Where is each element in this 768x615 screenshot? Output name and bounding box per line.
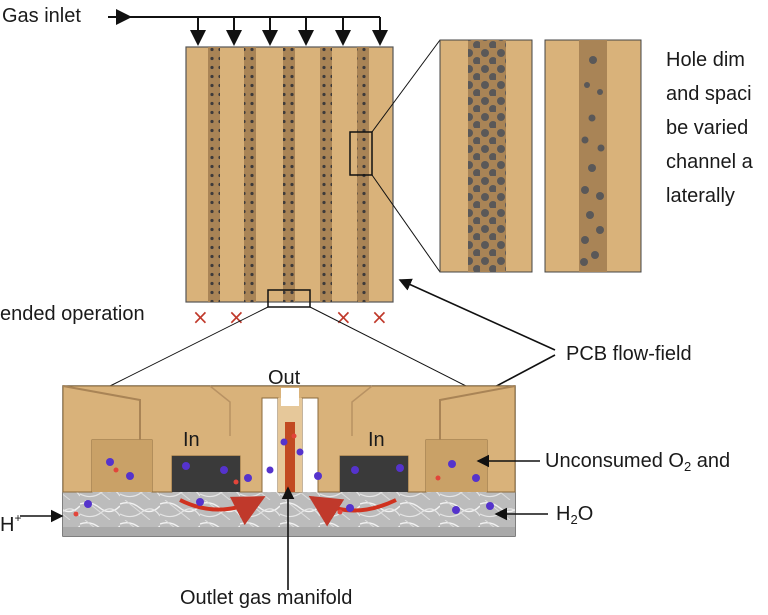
cross-marker: ×	[371, 305, 388, 329]
h2o-suffix: O	[577, 503, 594, 525]
unconsumed-o2-label: Unconsumed O2 and	[545, 449, 730, 479]
cross-marker: ×	[192, 305, 209, 329]
cross-section	[62, 385, 516, 537]
pcb-flow-field-label: PCB flow-field	[566, 343, 692, 365]
pcb-board-top-view	[185, 46, 394, 308]
zoom-box-hole	[349, 131, 373, 176]
h2o-label: H2O	[556, 502, 593, 532]
h-plus-text: H	[0, 514, 15, 536]
h-plus-sup: +	[14, 511, 22, 525]
h-plus-label: H+	[0, 506, 21, 537]
hole-note-line-2: and spaci	[666, 83, 752, 105]
hole-note-line-3: be varied	[666, 117, 749, 139]
unconsumed-suffix: and	[691, 450, 731, 472]
in-label-right: In	[368, 429, 385, 451]
unconsumed-sub: 2	[683, 459, 692, 474]
gas-inlet-label: Gas inlet	[2, 5, 81, 27]
gas-inlet-manifold	[108, 9, 388, 46]
dead-end-markers: × × × ×	[192, 305, 388, 329]
dead-ended-operation-label: ended operation	[0, 303, 145, 325]
outlet-gas-manifold-label: Outlet gas manifold	[180, 587, 353, 609]
out-label: Out	[268, 367, 301, 389]
cross-marker: ×	[228, 305, 245, 329]
zoom-box-outlet	[267, 289, 311, 308]
h2o-prefix: H	[556, 503, 571, 525]
cross-marker: ×	[335, 305, 352, 329]
hole-note-line-4: channel a	[666, 151, 753, 173]
in-label-left: In	[183, 429, 200, 451]
inset-channel-dense-holes	[439, 39, 533, 273]
h2o-sub: 2	[570, 512, 578, 527]
hole-note-line-1: Hole dim	[666, 49, 745, 71]
inset-channel-sparse-holes	[544, 39, 642, 273]
unconsumed-prefix: Unconsumed O	[545, 450, 684, 472]
hole-note-line-5: laterally	[666, 185, 735, 207]
